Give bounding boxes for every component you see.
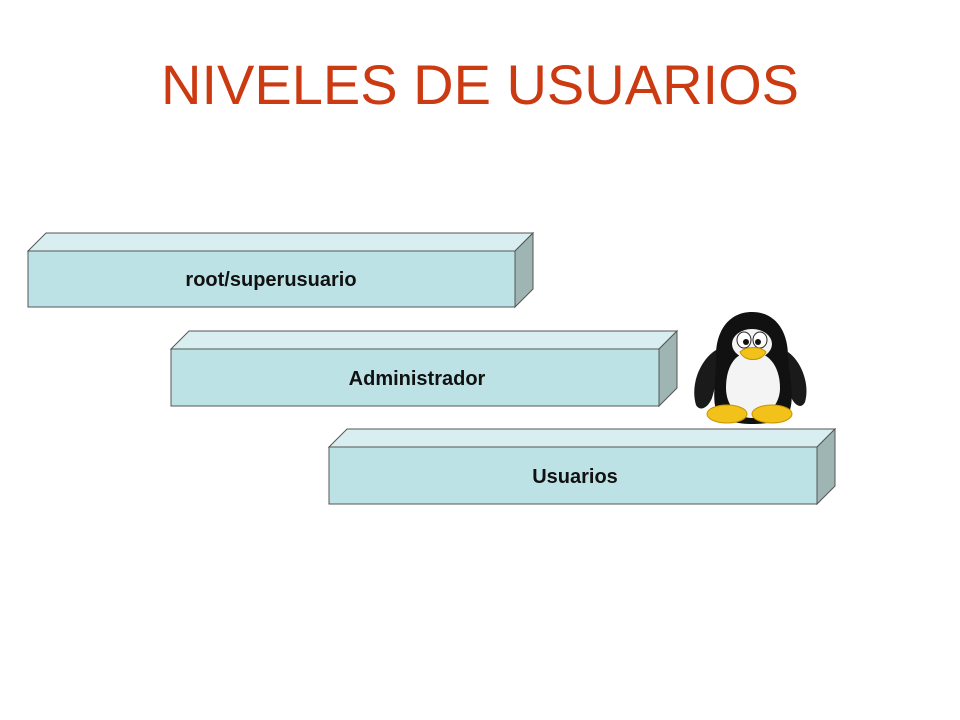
- page-title: NIVELES DE USUARIOS: [161, 53, 799, 116]
- level-bar-root: root/superusuario: [26, 231, 535, 309]
- tux-penguin-icon: [694, 312, 807, 424]
- level-bar-administrador: Administrador: [169, 329, 679, 408]
- level-label-administrador: Administrador: [349, 368, 486, 390]
- level-label-root: root/superusuario: [185, 269, 356, 291]
- level-label-usuarios: Usuarios: [532, 466, 618, 488]
- level-bar-usuarios: Usuarios: [327, 427, 837, 506]
